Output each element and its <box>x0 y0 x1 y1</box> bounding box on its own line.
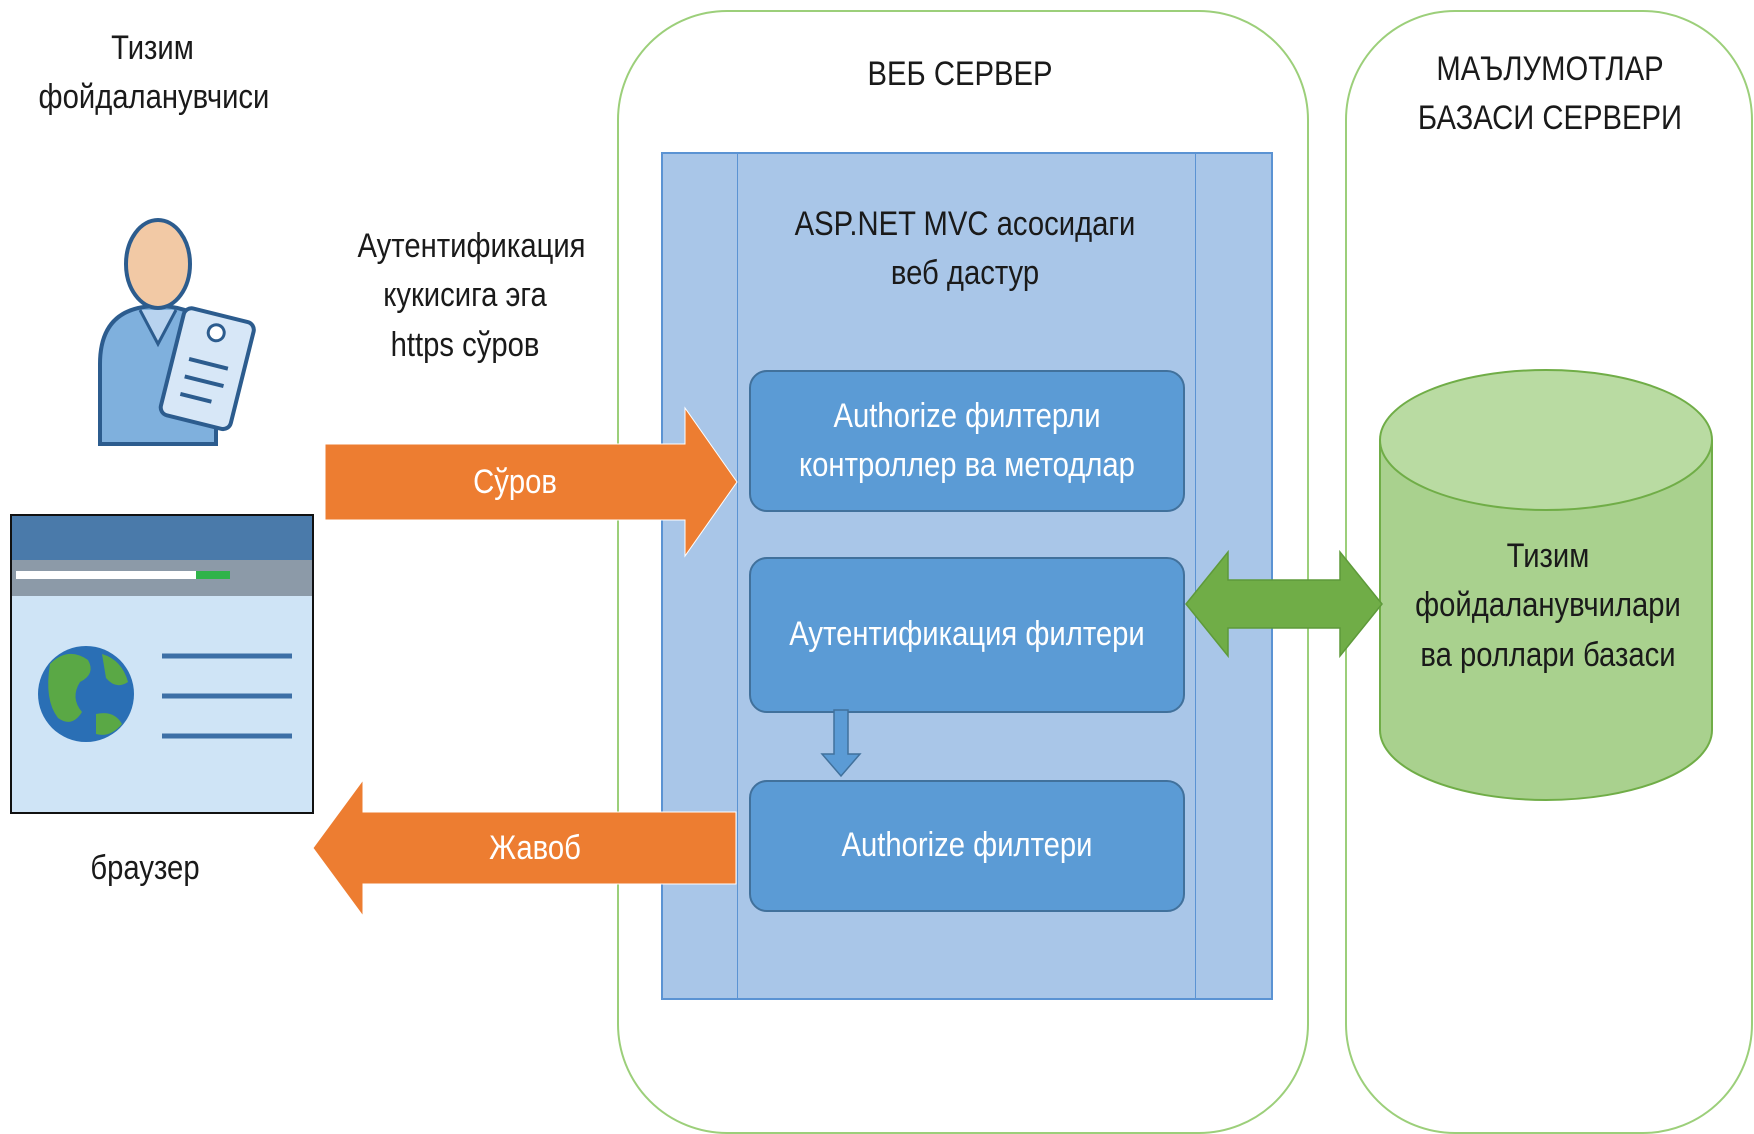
database-cylinder <box>1379 369 1713 801</box>
web-app-title: ASP.NET MVC асосидаги веб дастур <box>794 205 1136 293</box>
browser-window-icon <box>10 514 314 814</box>
panel-lane-right <box>1195 154 1196 998</box>
request-note: Аутентификация кукисига эга https сўров <box>357 227 586 364</box>
db-server-title: МАЪЛУМОТЛАР БАЗАСИ СЕРВЕРИ <box>1417 50 1683 138</box>
user-badge-icon <box>98 218 256 446</box>
authentication-filter-box: Аутентификация филтери <box>749 557 1185 713</box>
response-arrow <box>312 778 737 918</box>
web-server-title: ВЕБ СЕРВЕР <box>867 55 1053 93</box>
authorize-filter-label: Authorize филтери <box>841 826 1093 865</box>
response-arrow-label: Жавоб <box>489 829 581 867</box>
flow-down-arrow <box>820 709 862 778</box>
browser-label: браузер <box>90 849 200 887</box>
request-arrow <box>324 406 738 558</box>
request-arrow-label: Сўров <box>473 463 557 501</box>
db-sync-arrow <box>1185 549 1383 659</box>
authentication-filter-label: Аутентификация филтери <box>789 615 1145 654</box>
authorize-controllers-label: Authorize филтерли контроллер ва методла… <box>799 396 1135 484</box>
database-label: Тизим фойдаланувчилари ва роллари базаси <box>1415 537 1681 674</box>
panel-lane-left <box>737 154 738 998</box>
authorize-controllers-box: Authorize филтерли контроллер ва методла… <box>749 370 1185 512</box>
authorize-filter-box: Authorize филтери <box>749 780 1185 912</box>
user-label: Тизим фойдаланувчиси <box>38 29 270 117</box>
